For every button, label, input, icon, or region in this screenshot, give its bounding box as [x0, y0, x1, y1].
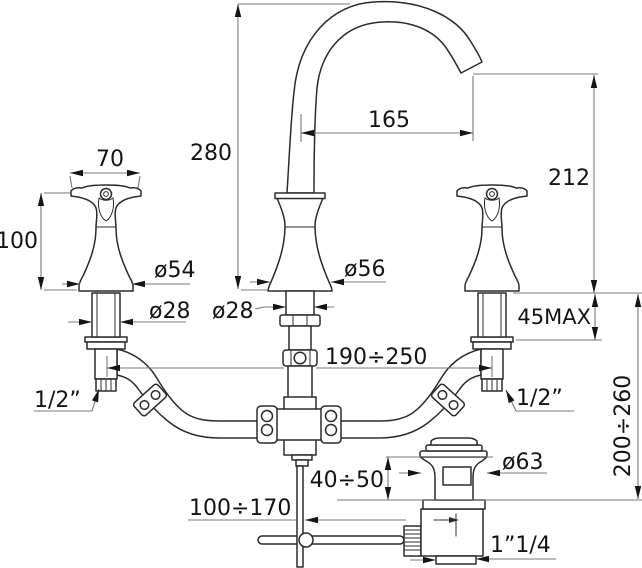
spout-gooseneck — [286, 0, 483, 194]
dim-outlet-height-label: 212 — [548, 166, 590, 191]
supply-branch-pipe — [116, 348, 266, 439]
handle-screw-cap-inner — [103, 191, 109, 197]
handle-body — [70, 184, 142, 292]
hex-nut-face-circle — [293, 351, 307, 365]
dim-waste-outlet-thread-label: 1”1/4 — [490, 533, 551, 558]
faucet-parts — [70, 0, 528, 568]
waste-top-rim — [419, 450, 488, 458]
waste-overflow-window — [442, 466, 472, 486]
cross-right-nut-circle — [324, 423, 338, 437]
center-inlet-pipe — [287, 365, 313, 399]
dim-spout-height-label: 280 — [190, 141, 232, 166]
spout-shank-lower — [288, 325, 312, 351]
dim-spout-reach-label: 165 — [368, 108, 410, 133]
dim-spout-base-diameter-label: ø56 — [344, 257, 385, 282]
dim-waste-body-height-label: 40÷50 — [310, 468, 384, 493]
dim-handle-shaft-diameter-label: ø28 — [149, 299, 190, 324]
waste-plug-flange — [425, 444, 483, 452]
cross-bottom-stub — [295, 459, 309, 467]
valve-locknut-lower — [86, 341, 126, 350]
waste-lower-body — [420, 508, 484, 557]
handle-shaft — [91, 292, 121, 338]
branch-union-nut — [132, 383, 168, 417]
dim-handle-height-label: 100 — [0, 229, 38, 254]
waste-bottom-flange — [422, 499, 486, 510]
valve-elbow-body — [94, 348, 118, 380]
cross-left-nut-circle — [260, 409, 274, 423]
handle-assembly-left — [70, 184, 142, 338]
waste-tailpiece — [435, 555, 477, 565]
dim-below-deck-range-label: 200÷260 — [611, 375, 636, 477]
dim-hole-centers-range-label: 190÷250 — [325, 345, 427, 370]
dim-rod-length-range-label: 100÷170 — [189, 496, 291, 521]
dim-supply-connection-left-label: 1/2” — [34, 388, 81, 413]
spout-collar — [274, 192, 326, 200]
popup-lever-bar — [257, 535, 405, 545]
spout-shank-collar — [279, 314, 321, 327]
popup-ball-joint — [298, 532, 314, 548]
waste-pivot-arrow — [449, 517, 459, 523]
dim-max-deck-thickness-label: 45MAX — [517, 305, 591, 329]
waste-plug-cap — [430, 437, 478, 446]
valve-lower-assembly-left — [84, 336, 266, 439]
dimension-annotations: 70 100 280 165 212 45MAX 200÷260 — [0, 3, 642, 564]
dim-spout-shaft-diameter-label: ø28 — [212, 299, 253, 324]
dim-supply-connection-right-label: 1/2” — [516, 386, 563, 411]
dim-handle-top-width-label: 70 — [96, 147, 124, 172]
popup-vertical-rod — [296, 465, 304, 568]
dim-handle-base-diameter-label: ø54 — [154, 258, 195, 283]
dim-waste-flange-diameter-label: ø63 — [502, 450, 543, 475]
cross-left-nut-circle — [260, 423, 274, 437]
handle-screw-cap — [99, 187, 113, 201]
spout-base-bell — [267, 197, 333, 292]
cross-right-nut-circle — [324, 409, 338, 423]
spout-shank-upper — [285, 290, 315, 316]
